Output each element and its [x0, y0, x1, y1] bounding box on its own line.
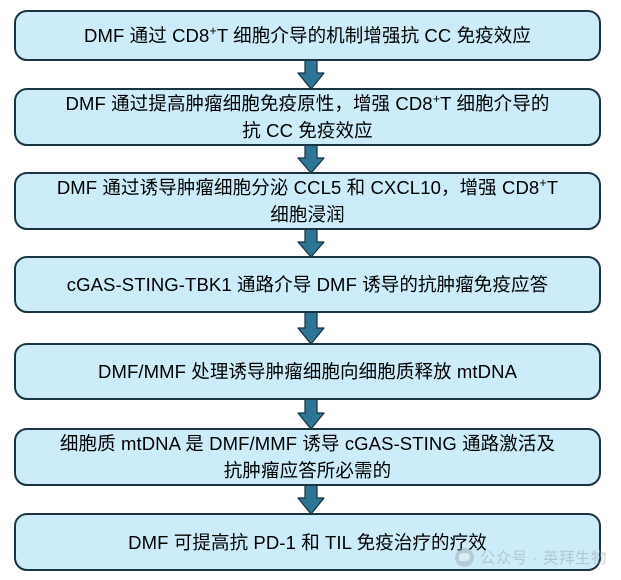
flow-arrow-down	[296, 59, 326, 90]
flow-node-text: DMF 通过 CD8+T 细胞介导的机制增强抗 CC 免疫效应	[84, 23, 531, 46]
flow-node: DMF 通过 CD8+T 细胞介导的机制增强抗 CC 免疫效应	[14, 10, 601, 61]
arrow-down-icon	[296, 59, 325, 90]
flow-node-text: 细胞质 mtDNA 是 DMF/MMF 诱导 cGAS-STING 通路激活及抗…	[59, 433, 556, 481]
flow-node: DMF/MMF 处理诱导肿瘤细胞向细胞质释放 mtDNA	[14, 343, 601, 400]
flow-node-text: DMF/MMF 处理诱导肿瘤细胞向细胞质释放 mtDNA	[97, 361, 518, 382]
arrow-down-icon	[296, 311, 325, 345]
arrow-down-icon	[296, 484, 325, 515]
flow-node: DMF 通过提高肿瘤细胞免疫原性，增强 CD8+T 细胞介导的抗 CC 免疫效应	[14, 88, 601, 146]
arrow-down-icon	[296, 398, 325, 430]
flow-node-text: cGAS-STING-TBK1 通路介导 DMF 诱导的抗肿瘤免疫应答	[66, 274, 549, 295]
flow-node-text: DMF 通过提高肿瘤细胞免疫原性，增强 CD8+T 细胞介导的抗 CC 免疫效应	[65, 91, 550, 141]
flow-arrow-down	[296, 144, 326, 174]
flow-node-text: DMF 可提高抗 PD-1 和 TIL 免疫治疗的疗效	[128, 531, 487, 553]
arrow-down-icon	[296, 228, 325, 258]
flow-node: DMF 可提高抗 PD-1 和 TIL 免疫治疗的疗效	[14, 513, 601, 571]
flow-arrow-down	[296, 228, 326, 258]
arrow-down-icon	[296, 144, 325, 174]
flow-arrow-down	[296, 398, 326, 430]
flow-arrow-down	[296, 311, 326, 345]
flow-arrow-down	[296, 484, 326, 515]
flow-node: cGAS-STING-TBK1 通路介导 DMF 诱导的抗肿瘤免疫应答	[14, 256, 601, 313]
flow-node: 细胞质 mtDNA 是 DMF/MMF 诱导 cGAS-STING 通路激活及抗…	[14, 428, 601, 486]
